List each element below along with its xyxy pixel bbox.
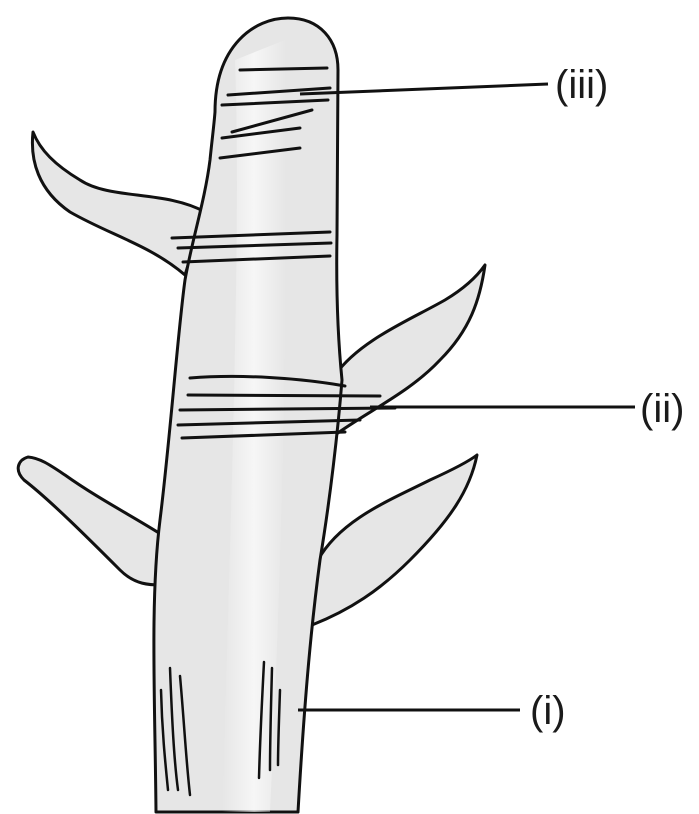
label-i: (i): [530, 689, 566, 733]
label-ii: (ii): [640, 387, 684, 431]
label-iii: (iii): [555, 63, 608, 107]
leaf-lower-right: [312, 455, 477, 625]
leaf-upper-left: [32, 132, 205, 275]
leaf-lower-left: [18, 457, 170, 585]
